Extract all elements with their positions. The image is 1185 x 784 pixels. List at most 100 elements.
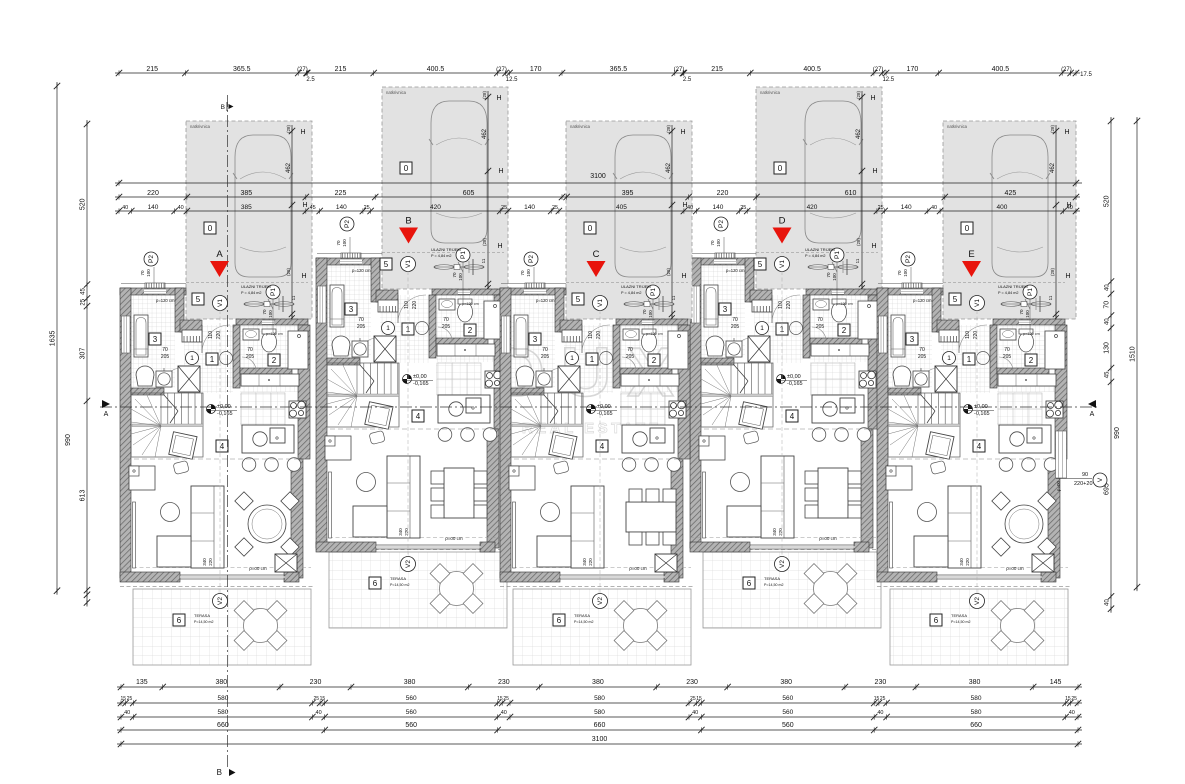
svg-text:205: 205 bbox=[626, 354, 635, 360]
svg-text:P = 4,84 m2: P = 4,84 m2 bbox=[998, 291, 1019, 295]
svg-text:6: 6 bbox=[934, 616, 939, 625]
svg-text:170: 170 bbox=[530, 66, 542, 73]
svg-text:365.5: 365.5 bbox=[233, 66, 251, 73]
svg-text:70: 70 bbox=[1019, 309, 1024, 315]
svg-text:100: 100 bbox=[526, 269, 531, 277]
svg-text:45: 45 bbox=[81, 288, 87, 295]
svg-text:5: 5 bbox=[196, 295, 201, 304]
svg-text:TERASA: TERASA bbox=[951, 613, 967, 618]
svg-text:p=120 cm: p=120 cm bbox=[913, 298, 932, 303]
svg-text:395: 395 bbox=[622, 190, 634, 197]
svg-text:660: 660 bbox=[594, 722, 606, 729]
svg-text:6: 6 bbox=[747, 579, 752, 588]
svg-text:70: 70 bbox=[542, 347, 548, 353]
svg-text:-0,165: -0,165 bbox=[217, 411, 233, 417]
svg-text:3100: 3100 bbox=[592, 736, 608, 743]
svg-text:2.5: 2.5 bbox=[683, 77, 692, 83]
svg-text:220: 220 bbox=[216, 331, 222, 340]
svg-text:70: 70 bbox=[358, 317, 364, 323]
svg-text:100: 100 bbox=[342, 239, 347, 247]
svg-text:1: 1 bbox=[590, 355, 595, 364]
svg-text:TERASA: TERASA bbox=[764, 576, 780, 581]
svg-text:P=14,50 m2: P=14,50 m2 bbox=[194, 620, 213, 624]
svg-text:70: 70 bbox=[262, 309, 267, 315]
svg-text:660: 660 bbox=[217, 722, 229, 729]
svg-text:420: 420 bbox=[807, 204, 818, 211]
svg-text:3: 3 bbox=[723, 305, 728, 314]
svg-text:P=14,50 m2: P=14,50 m2 bbox=[764, 583, 783, 587]
svg-text:25: 25 bbox=[1071, 696, 1077, 702]
svg-text:H: H bbox=[1064, 129, 1069, 136]
svg-text:15: 15 bbox=[874, 696, 880, 702]
svg-text:40: 40 bbox=[122, 205, 128, 211]
svg-text:1: 1 bbox=[780, 325, 785, 334]
svg-text:110: 110 bbox=[208, 331, 214, 339]
svg-text:V1: V1 bbox=[974, 299, 981, 307]
svg-text:140: 140 bbox=[524, 204, 535, 211]
svg-text:11: 11 bbox=[1048, 295, 1053, 300]
svg-text:1: 1 bbox=[406, 325, 411, 334]
svg-text:580: 580 bbox=[594, 709, 605, 716]
svg-text:natkrivnica: natkrivnica bbox=[386, 90, 407, 95]
svg-text:45: 45 bbox=[310, 205, 316, 211]
svg-text:70: 70 bbox=[732, 317, 738, 323]
svg-text:P1: P1 bbox=[1027, 288, 1034, 296]
svg-text:100: 100 bbox=[268, 310, 273, 318]
svg-text:V1: V1 bbox=[405, 260, 412, 268]
svg-text:(28): (28) bbox=[856, 238, 861, 247]
svg-text:140: 140 bbox=[712, 204, 723, 211]
svg-text:70: 70 bbox=[642, 309, 647, 315]
svg-text:70: 70 bbox=[336, 240, 341, 246]
svg-text:220: 220 bbox=[412, 301, 418, 310]
svg-text:1: 1 bbox=[570, 355, 574, 362]
svg-text:1: 1 bbox=[967, 355, 972, 364]
svg-text:p=120 cm: p=120 cm bbox=[156, 298, 175, 303]
svg-text:340: 340 bbox=[398, 528, 403, 536]
svg-text:6: 6 bbox=[557, 616, 562, 625]
svg-text:H: H bbox=[498, 168, 503, 175]
svg-text:170: 170 bbox=[907, 66, 919, 73]
svg-text:990: 990 bbox=[65, 434, 72, 446]
svg-text:B: B bbox=[221, 104, 225, 111]
svg-text:H: H bbox=[680, 129, 685, 136]
svg-text:4: 4 bbox=[416, 412, 421, 421]
svg-text:-0,165: -0,165 bbox=[787, 381, 803, 387]
svg-text:205: 205 bbox=[442, 324, 451, 330]
svg-text:70: 70 bbox=[1004, 347, 1010, 353]
svg-text:70: 70 bbox=[1104, 301, 1111, 309]
svg-text:1510: 1510 bbox=[1130, 346, 1137, 362]
svg-text:TERASA: TERASA bbox=[574, 613, 590, 618]
svg-text:580: 580 bbox=[971, 709, 982, 716]
svg-text:p=00 cm: p=00 cm bbox=[1006, 566, 1024, 571]
svg-text:25: 25 bbox=[503, 696, 509, 702]
svg-text:205: 205 bbox=[918, 354, 927, 360]
svg-text:100: 100 bbox=[648, 310, 653, 318]
svg-text:15: 15 bbox=[320, 696, 326, 702]
svg-text:B: B bbox=[217, 768, 222, 777]
svg-text:70: 70 bbox=[627, 347, 633, 353]
svg-text:100: 100 bbox=[716, 239, 721, 247]
svg-text:220: 220 bbox=[717, 190, 729, 197]
svg-text:307: 307 bbox=[80, 348, 87, 360]
svg-text:230: 230 bbox=[875, 679, 887, 686]
svg-text:70: 70 bbox=[897, 270, 902, 276]
svg-text:220: 220 bbox=[147, 190, 159, 197]
svg-text:660: 660 bbox=[970, 722, 982, 729]
svg-text:p=120 cm: p=120 cm bbox=[352, 268, 371, 273]
svg-text:p=120 cm: p=120 cm bbox=[462, 302, 479, 306]
svg-text:TERASA: TERASA bbox=[390, 576, 406, 581]
svg-text:70: 70 bbox=[710, 240, 715, 246]
svg-text:(27): (27) bbox=[873, 67, 884, 73]
svg-text:5: 5 bbox=[576, 295, 581, 304]
svg-text:P=14,50 m2: P=14,50 m2 bbox=[951, 620, 970, 624]
svg-text:0: 0 bbox=[965, 224, 970, 233]
svg-text:3: 3 bbox=[533, 335, 538, 344]
svg-text:ULAZNI TRIJEM: ULAZNI TRIJEM bbox=[998, 284, 1028, 289]
svg-text:385: 385 bbox=[240, 190, 252, 197]
svg-text:340: 340 bbox=[582, 558, 587, 566]
svg-text:70: 70 bbox=[826, 272, 831, 278]
svg-text:15: 15 bbox=[497, 696, 503, 702]
svg-text:520: 520 bbox=[80, 198, 87, 210]
svg-text:P1: P1 bbox=[650, 288, 657, 296]
svg-text:ULAZNI TRIJEM: ULAZNI TRIJEM bbox=[621, 284, 651, 289]
